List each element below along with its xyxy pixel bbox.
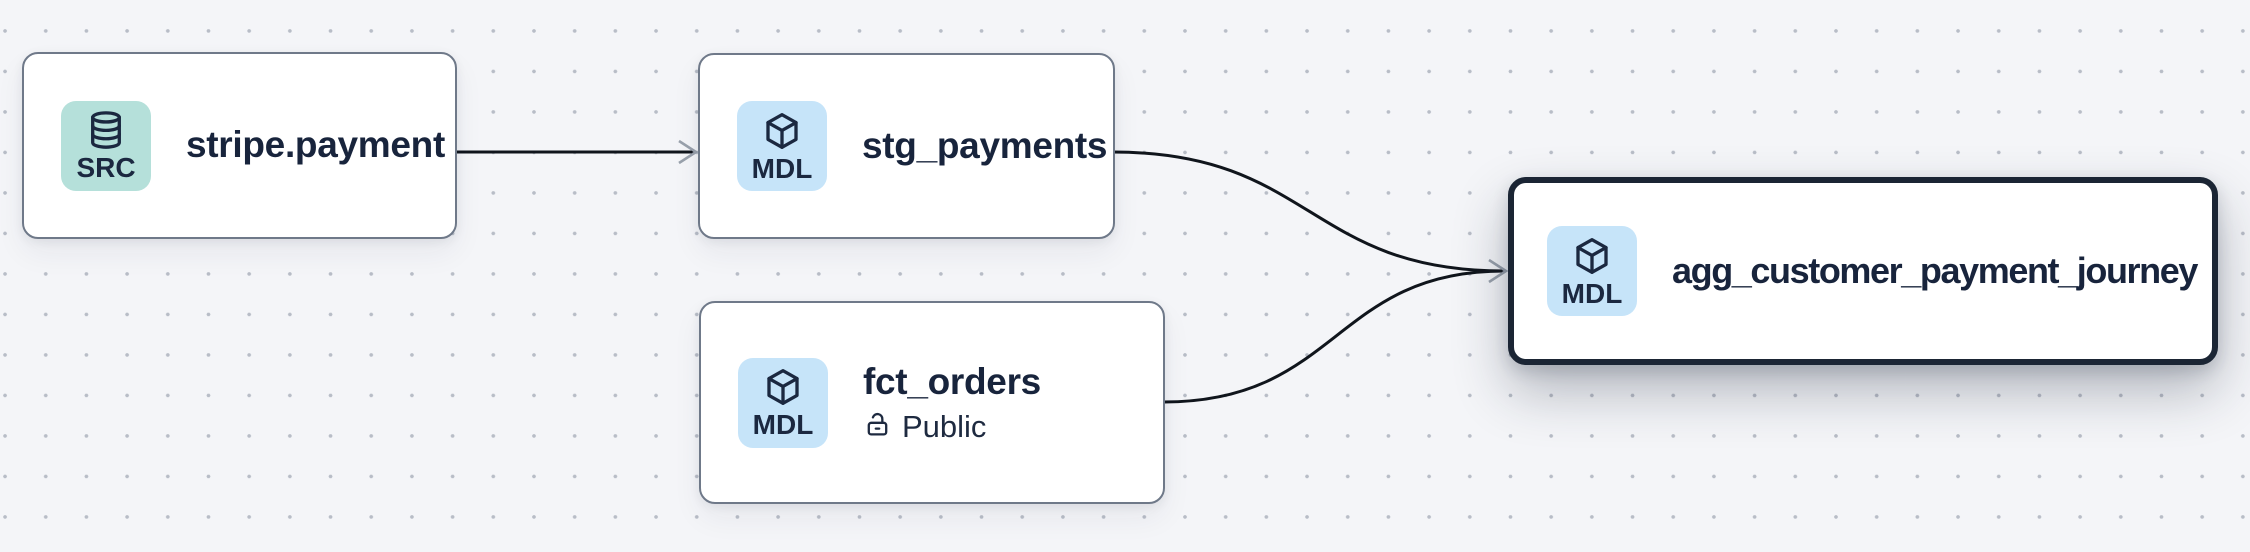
cube-icon xyxy=(762,366,804,408)
node-fct-orders[interactable]: MDL fct_orders Public xyxy=(699,301,1165,504)
node-stripe-payment[interactable]: SRC stripe.payment xyxy=(22,52,457,239)
model-badge: MDL xyxy=(738,357,828,448)
edge-stg-payments-to-agg-customer-payment-journey[interactable] xyxy=(1112,150,1505,273)
node-agg-customer-payment-journey[interactable]: MDL agg_customer_payment_journey xyxy=(1508,177,2218,365)
node-stg-payments[interactable]: MDL stg_payments xyxy=(698,53,1115,239)
node-title: stg_payments xyxy=(862,124,1108,166)
badge-label: MDL xyxy=(751,152,813,184)
model-badge: MDL xyxy=(737,101,827,191)
badge-label: SRC xyxy=(76,152,136,183)
badge-label: MDL xyxy=(752,409,814,440)
cube-icon xyxy=(1571,235,1613,277)
arrowhead-icon xyxy=(678,139,699,165)
node-title: stripe.payment xyxy=(186,124,445,166)
cube-icon xyxy=(761,110,803,152)
arrowhead-icon xyxy=(1488,258,1509,284)
access-text: Public xyxy=(902,409,987,445)
node-title: agg_customer_payment_journey xyxy=(1672,250,2198,292)
edge-fct-orders-to-agg-customer-payment-journey[interactable] xyxy=(1163,269,1505,404)
access-label: Public xyxy=(863,410,1041,444)
node-title: fct_orders xyxy=(863,361,1041,403)
lock-open-icon xyxy=(863,410,892,444)
badge-label: MDL xyxy=(1561,277,1623,309)
database-icon xyxy=(85,109,127,151)
model-badge: MDL xyxy=(1547,226,1637,316)
source-badge: SRC xyxy=(61,100,151,191)
